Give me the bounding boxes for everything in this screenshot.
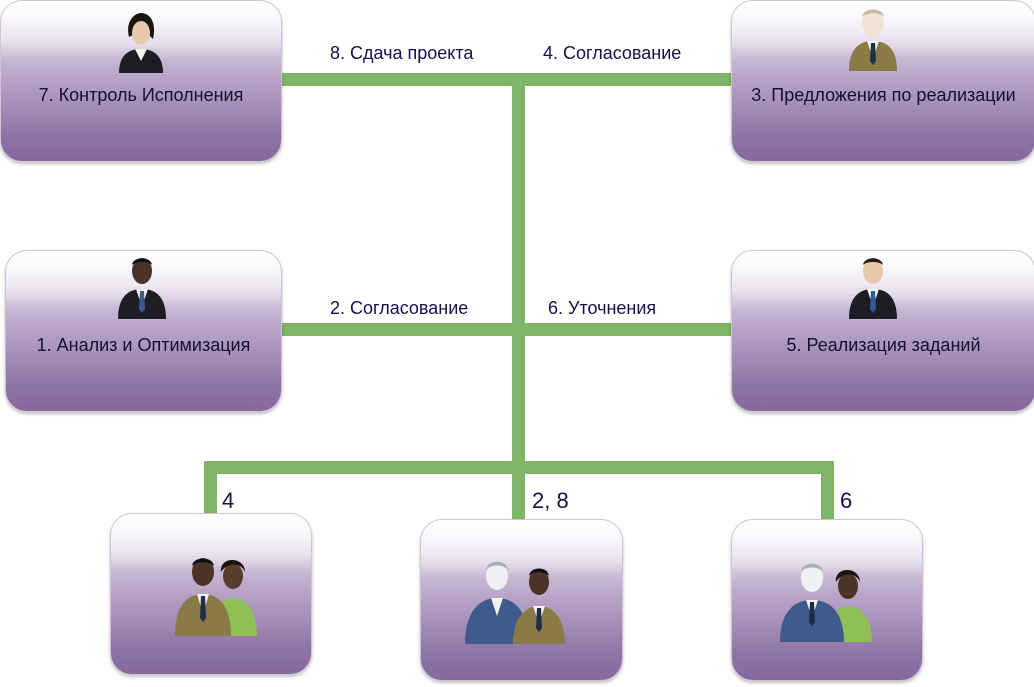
role-card-control[interactable]: 7. Контроль Исполнения [0,0,282,162]
team-icon [780,563,872,642]
connector-top-horizontal [280,73,732,86]
edge-label-approval-top: 4. Согласование [543,43,682,63]
businessman-icon [118,258,166,319]
connector-vertical-trunk [512,73,525,523]
group-card-left[interactable] [110,513,312,675]
edge-label-handover: 8. Сдача проекта [330,43,474,63]
businessman-icon [849,258,897,319]
role-label-proposals: 3. Предложения по реализации [751,85,1016,105]
businessman-icon [849,9,897,71]
role-label-implementation: 5. Реализация заданий [786,335,981,355]
edge-label-clarifications: 6. Уточнения [548,298,657,318]
connector-drop-left [204,461,217,517]
connector-drop-right [821,461,834,521]
group-label-right: 6 [840,488,853,513]
edge-label-approval-mid: 2. Согласование [330,298,469,318]
role-card-implementation[interactable]: 5. Реализация заданий [731,250,1034,412]
businesswoman-icon [119,13,163,73]
role-card-proposals[interactable]: 3. Предложения по реализации [731,0,1034,162]
role-label-analysis: 1. Анализ и Оптимизация [36,335,251,355]
connector-bottom-horizontal [204,461,834,474]
role-label-control: 7. Контроль Исполнения [38,85,244,105]
connector-middle-horizontal [280,323,732,336]
group-card-center[interactable] [420,519,623,681]
group-card-right[interactable] [731,519,923,681]
team-icon [175,558,257,636]
team-icon [465,561,565,644]
role-card-analysis[interactable]: 1. Анализ и Оптимизация [5,250,282,412]
group-label-left: 4 [222,488,235,513]
group-label-center: 2, 8 [532,488,569,513]
